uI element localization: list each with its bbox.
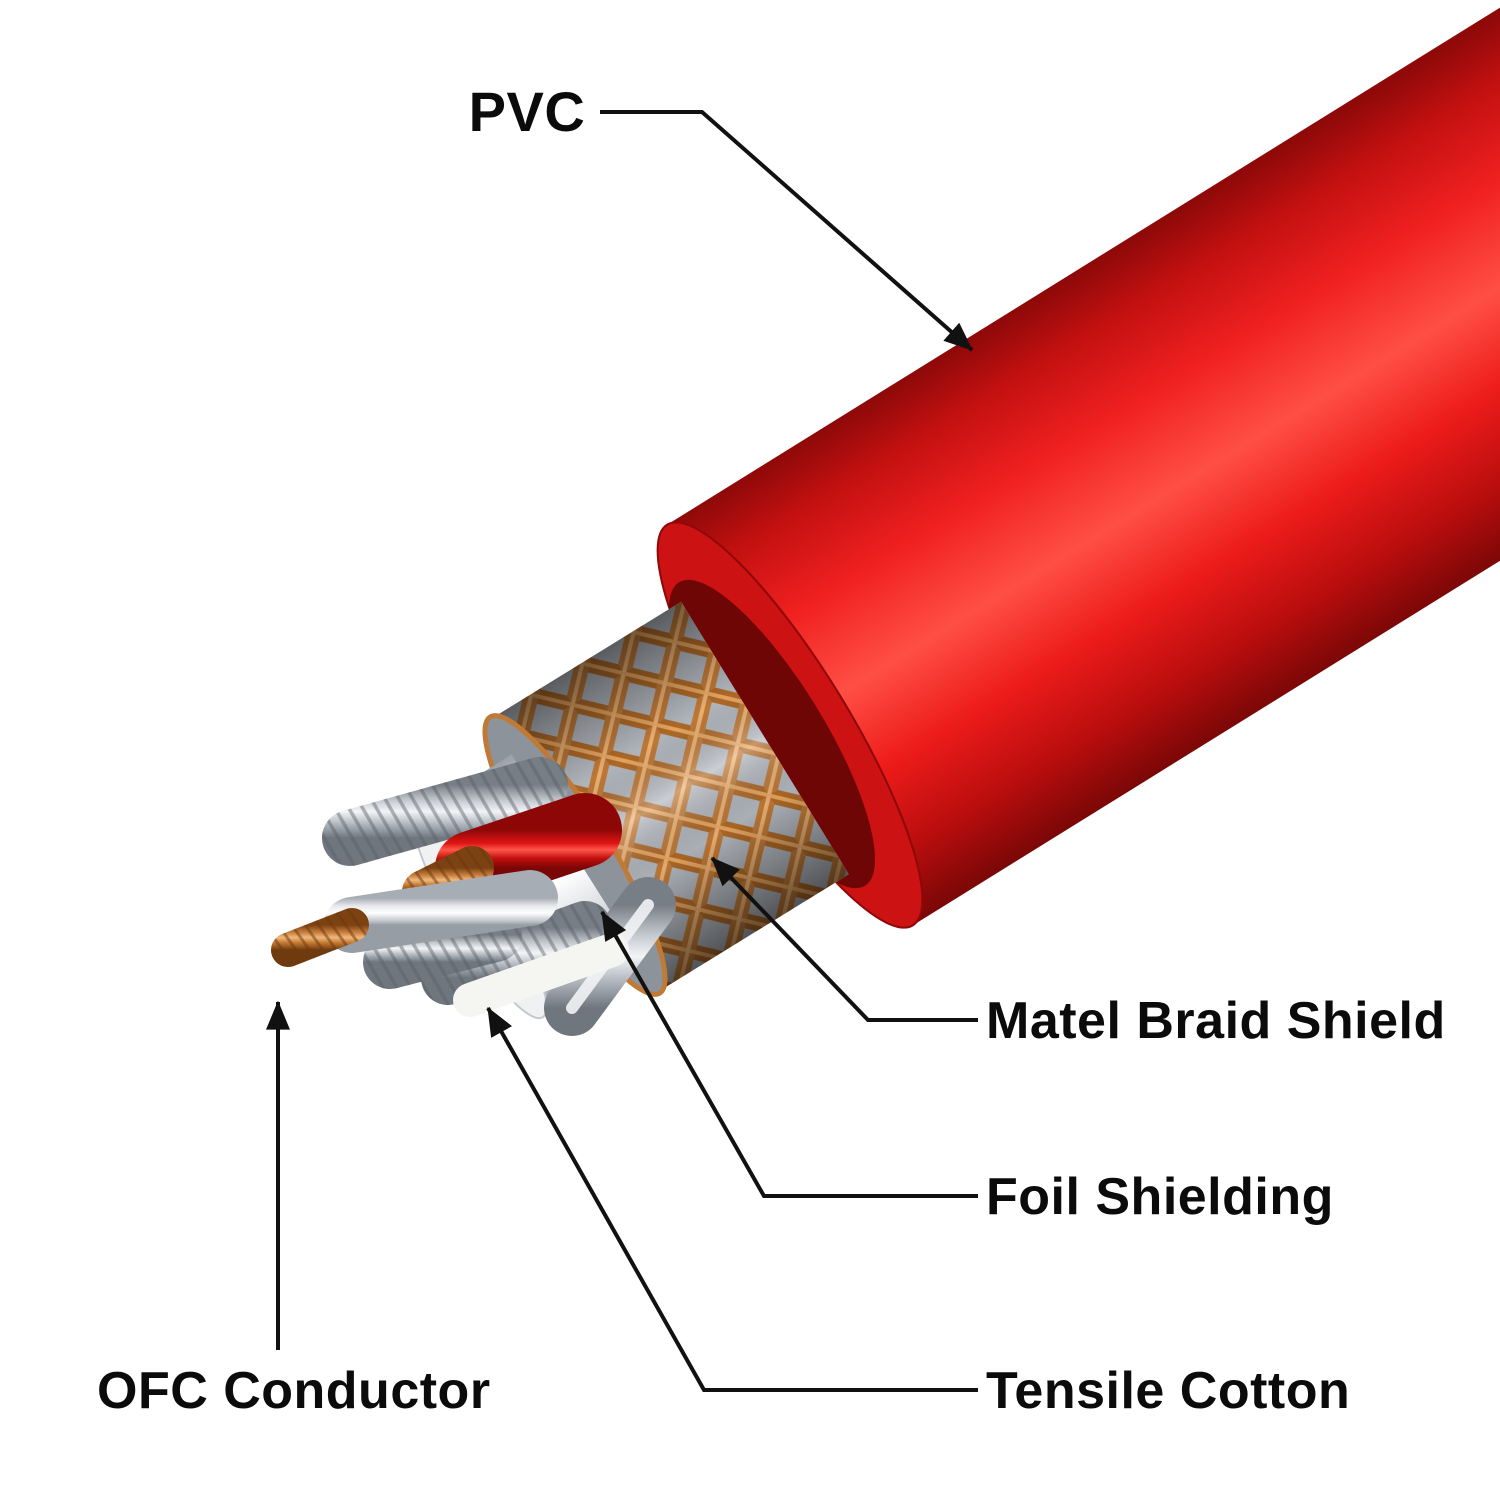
leader-tensile-cotton xyxy=(486,1006,978,1392)
leader-foil-shielding xyxy=(600,910,978,1198)
label-metal-braid-shield: Matel Braid Shield xyxy=(986,992,1446,1050)
leader-lines xyxy=(266,110,978,1392)
inner-wires xyxy=(271,757,676,1036)
labels: PVC Matel Braid Shield Foil Shielding Te… xyxy=(97,80,1446,1420)
wire-white-insulation xyxy=(324,870,558,953)
pvc-jacket xyxy=(666,7,1500,925)
leader-pvc xyxy=(600,110,974,352)
label-ofc-conductor: OFC Conductor xyxy=(97,1362,491,1420)
label-foil-shielding: Foil Shielding xyxy=(986,1168,1334,1226)
label-pvc: PVC xyxy=(469,80,586,143)
tensile-cotton-strands xyxy=(453,933,629,1017)
label-tensile-cotton: Tensile Cotton xyxy=(986,1362,1350,1420)
cable-illustration xyxy=(271,7,1500,1036)
leader-metal-braid-shield xyxy=(710,856,978,1022)
jacket-inner-shadow xyxy=(668,579,876,889)
